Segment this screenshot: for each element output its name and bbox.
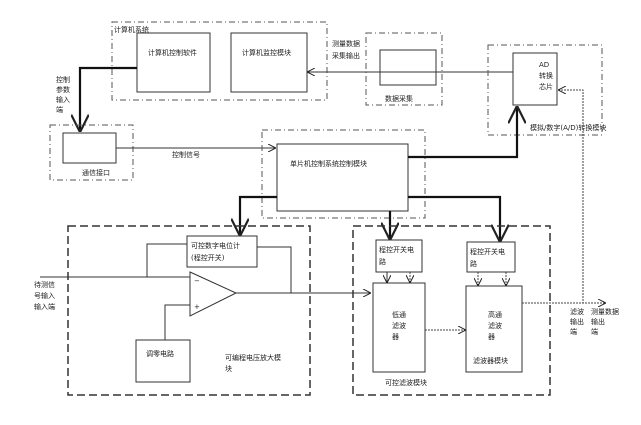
digital-pot-label: 可控数字电位计 <box>191 241 240 250</box>
highpass-filter-label: 器 <box>488 333 495 341</box>
control-param-label: 控制 <box>56 75 70 84</box>
monitor-module-box <box>230 32 308 93</box>
amp-module-label: 可编程电压放大模 <box>225 353 281 362</box>
feedback-out-line <box>257 246 292 293</box>
comm-interface-box <box>62 132 117 164</box>
adc-group <box>487 44 603 136</box>
adc-label: 模拟/数字(A/D)转换模块 <box>530 123 606 132</box>
filter-module-label: 可控滤波模块 <box>385 378 427 387</box>
control-param-label: 参数 <box>56 85 70 94</box>
lowpass-filter-label: 器 <box>392 333 399 341</box>
opamp-plus: + <box>194 303 200 311</box>
signal-input-label: 输入端 <box>34 302 55 311</box>
control-software-box <box>136 32 211 93</box>
zero-circuit-box <box>135 339 191 383</box>
mcu-to-adc-line <box>408 108 517 159</box>
measure-output-label: 输出 <box>591 317 605 326</box>
lowpass-filter-label: 滤波 <box>392 321 406 330</box>
filter-output-label: 输出 <box>570 317 584 326</box>
measure-output-label: 端 <box>591 327 598 336</box>
switch-circuit-2-label: 路 <box>470 259 477 268</box>
monitor-module-label: 计算机监控模块 <box>242 48 291 57</box>
digital-pot-label: (程控开关) <box>191 253 225 262</box>
comm-interface-label: 通信接口 <box>82 168 110 177</box>
filter-output-label: 端 <box>570 327 577 336</box>
software-to-comm-line <box>80 66 137 130</box>
adc-chip-label: 转换 <box>539 71 553 80</box>
mcu-to-switch2-line <box>408 195 500 240</box>
comm-group <box>49 124 134 181</box>
lowpass-filter-label: 低通 <box>392 310 406 319</box>
switch-circuit-1-label: 程控开关电 <box>379 245 414 254</box>
control-signal-label: 控制信号 <box>172 150 200 159</box>
mcu-group <box>261 129 426 219</box>
filter-module-group <box>352 225 551 396</box>
mcu-box <box>276 143 409 212</box>
feedback-in-line <box>146 243 187 277</box>
output-to-adc-line <box>559 90 605 304</box>
measure-data-label-1: 测量数据 <box>332 39 360 48</box>
highpass-filter-box <box>465 285 523 373</box>
data-acq-box <box>379 49 437 86</box>
highpass-filter-label: 滤波 <box>488 321 502 330</box>
signal-input-label: 号输入 <box>34 291 55 300</box>
measure-output-label: 测量数据 <box>591 307 619 316</box>
data-acq-label: 数据采集 <box>385 94 413 103</box>
opamp-symbol <box>189 271 238 317</box>
control-software-label: 计算机控制软件 <box>148 48 197 57</box>
opamp-minus: − <box>194 277 200 285</box>
signal-input-label: 待测信 <box>34 280 55 289</box>
highpass-filter-label: 高通 <box>488 310 502 319</box>
switch-circuit-2-box <box>466 241 516 273</box>
amp-module-group <box>67 225 311 396</box>
computer-system-group <box>111 21 328 101</box>
switch-circuit-1-box <box>375 239 423 273</box>
computer-system-label: 计算机系统 <box>114 25 149 34</box>
mcu-label: 单片机控制系统控制模块 <box>290 159 367 168</box>
switch-circuit-1-label: 路 <box>379 257 386 266</box>
control-param-label: 输入 <box>56 95 70 104</box>
mcu-to-amp-line <box>240 195 277 234</box>
filter-submodule-label: 滤波器模块 <box>473 356 508 365</box>
measure-data-label-2: 采集输出 <box>332 51 360 60</box>
zero-circuit-label: 调零电路 <box>146 349 174 358</box>
adc-chip-box <box>512 52 558 106</box>
adc-chip-label: 芯片 <box>539 82 553 91</box>
adc-chip-label: AD <box>539 61 549 69</box>
switch-circuit-2-label: 程控开关电 <box>470 247 505 256</box>
data-acq-group <box>365 32 443 106</box>
lowpass-filter-box <box>372 282 426 373</box>
control-param-label: 端 <box>56 105 63 114</box>
filter-output-label: 滤波 <box>570 307 584 316</box>
zero-line <box>164 304 190 340</box>
digital-pot-box <box>186 235 258 268</box>
amp-module-label: 块 <box>225 364 232 373</box>
